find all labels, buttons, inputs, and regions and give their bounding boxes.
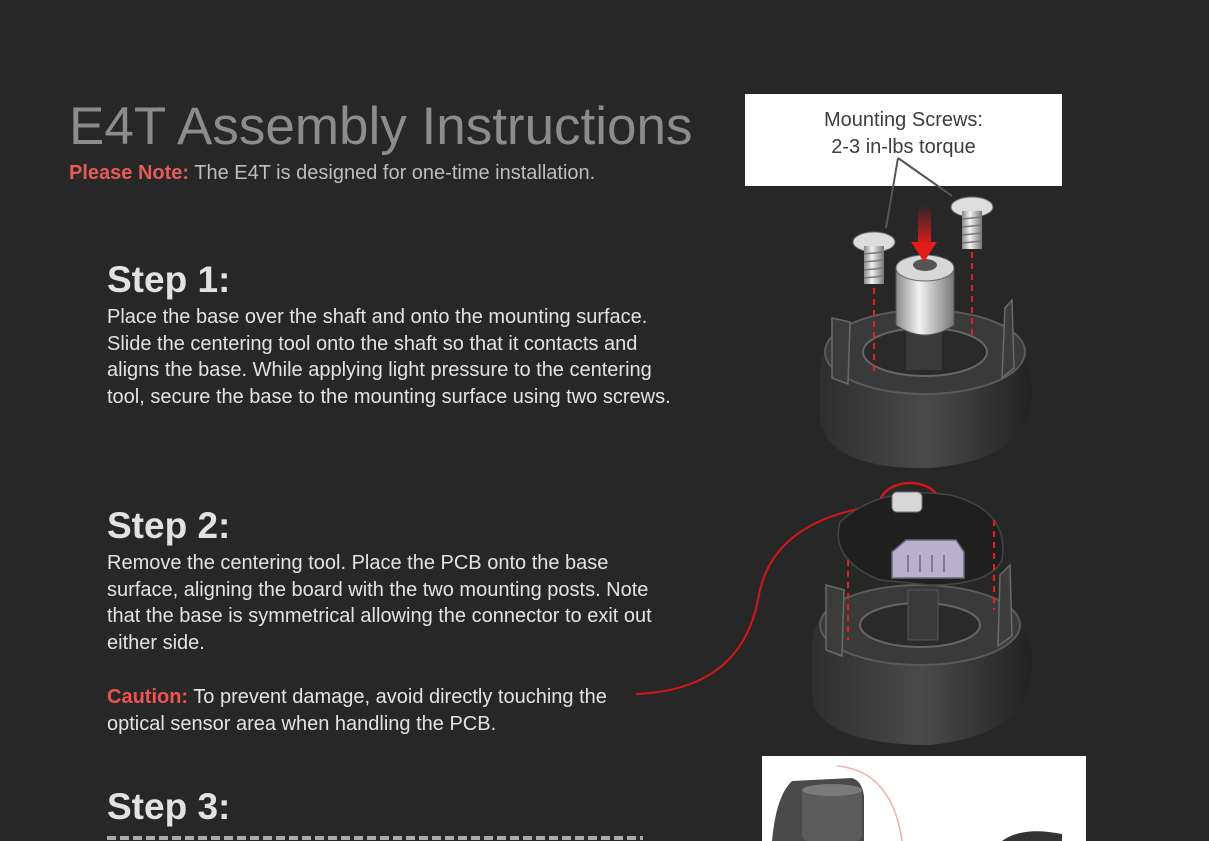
step-1-line: tool, secure the base to the mounting su… bbox=[107, 385, 671, 408]
step-1-line: Slide the centering tool onto the shaft … bbox=[107, 332, 638, 355]
step-1-illustration bbox=[819, 157, 1032, 469]
screw-left-icon bbox=[852, 231, 896, 284]
step-1-line: aligns the base. While applying light pr… bbox=[107, 359, 652, 381]
step-2-title: Step 2: bbox=[107, 505, 231, 546]
callout-line-1: Mounting Screws: bbox=[824, 109, 983, 131]
step-1-title: Step 1: bbox=[107, 259, 231, 300]
step-3-text-fragment bbox=[107, 836, 643, 840]
step-3-body-cutoff bbox=[107, 830, 707, 841]
caution-note: Caution: To prevent damage, avoid direct… bbox=[107, 684, 667, 737]
callout-pointer-icon bbox=[885, 157, 953, 229]
note-label: Please Note: bbox=[69, 162, 190, 184]
caution-line: optical sensor area when handling the PC… bbox=[107, 712, 497, 735]
step-2-line: Remove the centering tool. Place the PCB… bbox=[107, 552, 609, 574]
note-text: The E4T is designed for one-time install… bbox=[189, 162, 596, 184]
callout-line-2: 2-3 in-lbs torque bbox=[831, 136, 976, 158]
step-2-line: either side. bbox=[107, 631, 205, 654]
installation-note: Please Note: The E4T is designed for one… bbox=[69, 162, 595, 185]
page-title: E4T Assembly Instructions bbox=[69, 97, 693, 156]
caution-line: To prevent damage, avoid directly touchi… bbox=[188, 686, 607, 708]
step-3-title: Step 3: bbox=[107, 786, 231, 827]
screw-right-icon bbox=[950, 196, 994, 249]
step-1-body: Place the base over the shaft and onto t… bbox=[107, 304, 707, 410]
step-3-photo bbox=[762, 756, 1086, 841]
step-1-line: Place the base over the shaft and onto t… bbox=[107, 306, 648, 328]
connector-icon bbox=[891, 539, 965, 579]
step-2-line: that the base is symmetrical allowing th… bbox=[107, 605, 652, 627]
step-2-line: surface, aligning the board with the two… bbox=[107, 578, 649, 601]
mounting-screws-callout: Mounting Screws: 2-3 in-lbs torque bbox=[745, 94, 1062, 186]
caution-label: Caution: bbox=[107, 686, 189, 708]
step-2-illustration bbox=[635, 481, 1033, 745]
step-2-body: Remove the centering tool. Place the PCB… bbox=[107, 550, 707, 656]
optical-sensor-icon bbox=[891, 491, 923, 513]
caution-pointer-icon bbox=[635, 504, 881, 695]
step-3-photo-graphic bbox=[772, 765, 1062, 841]
